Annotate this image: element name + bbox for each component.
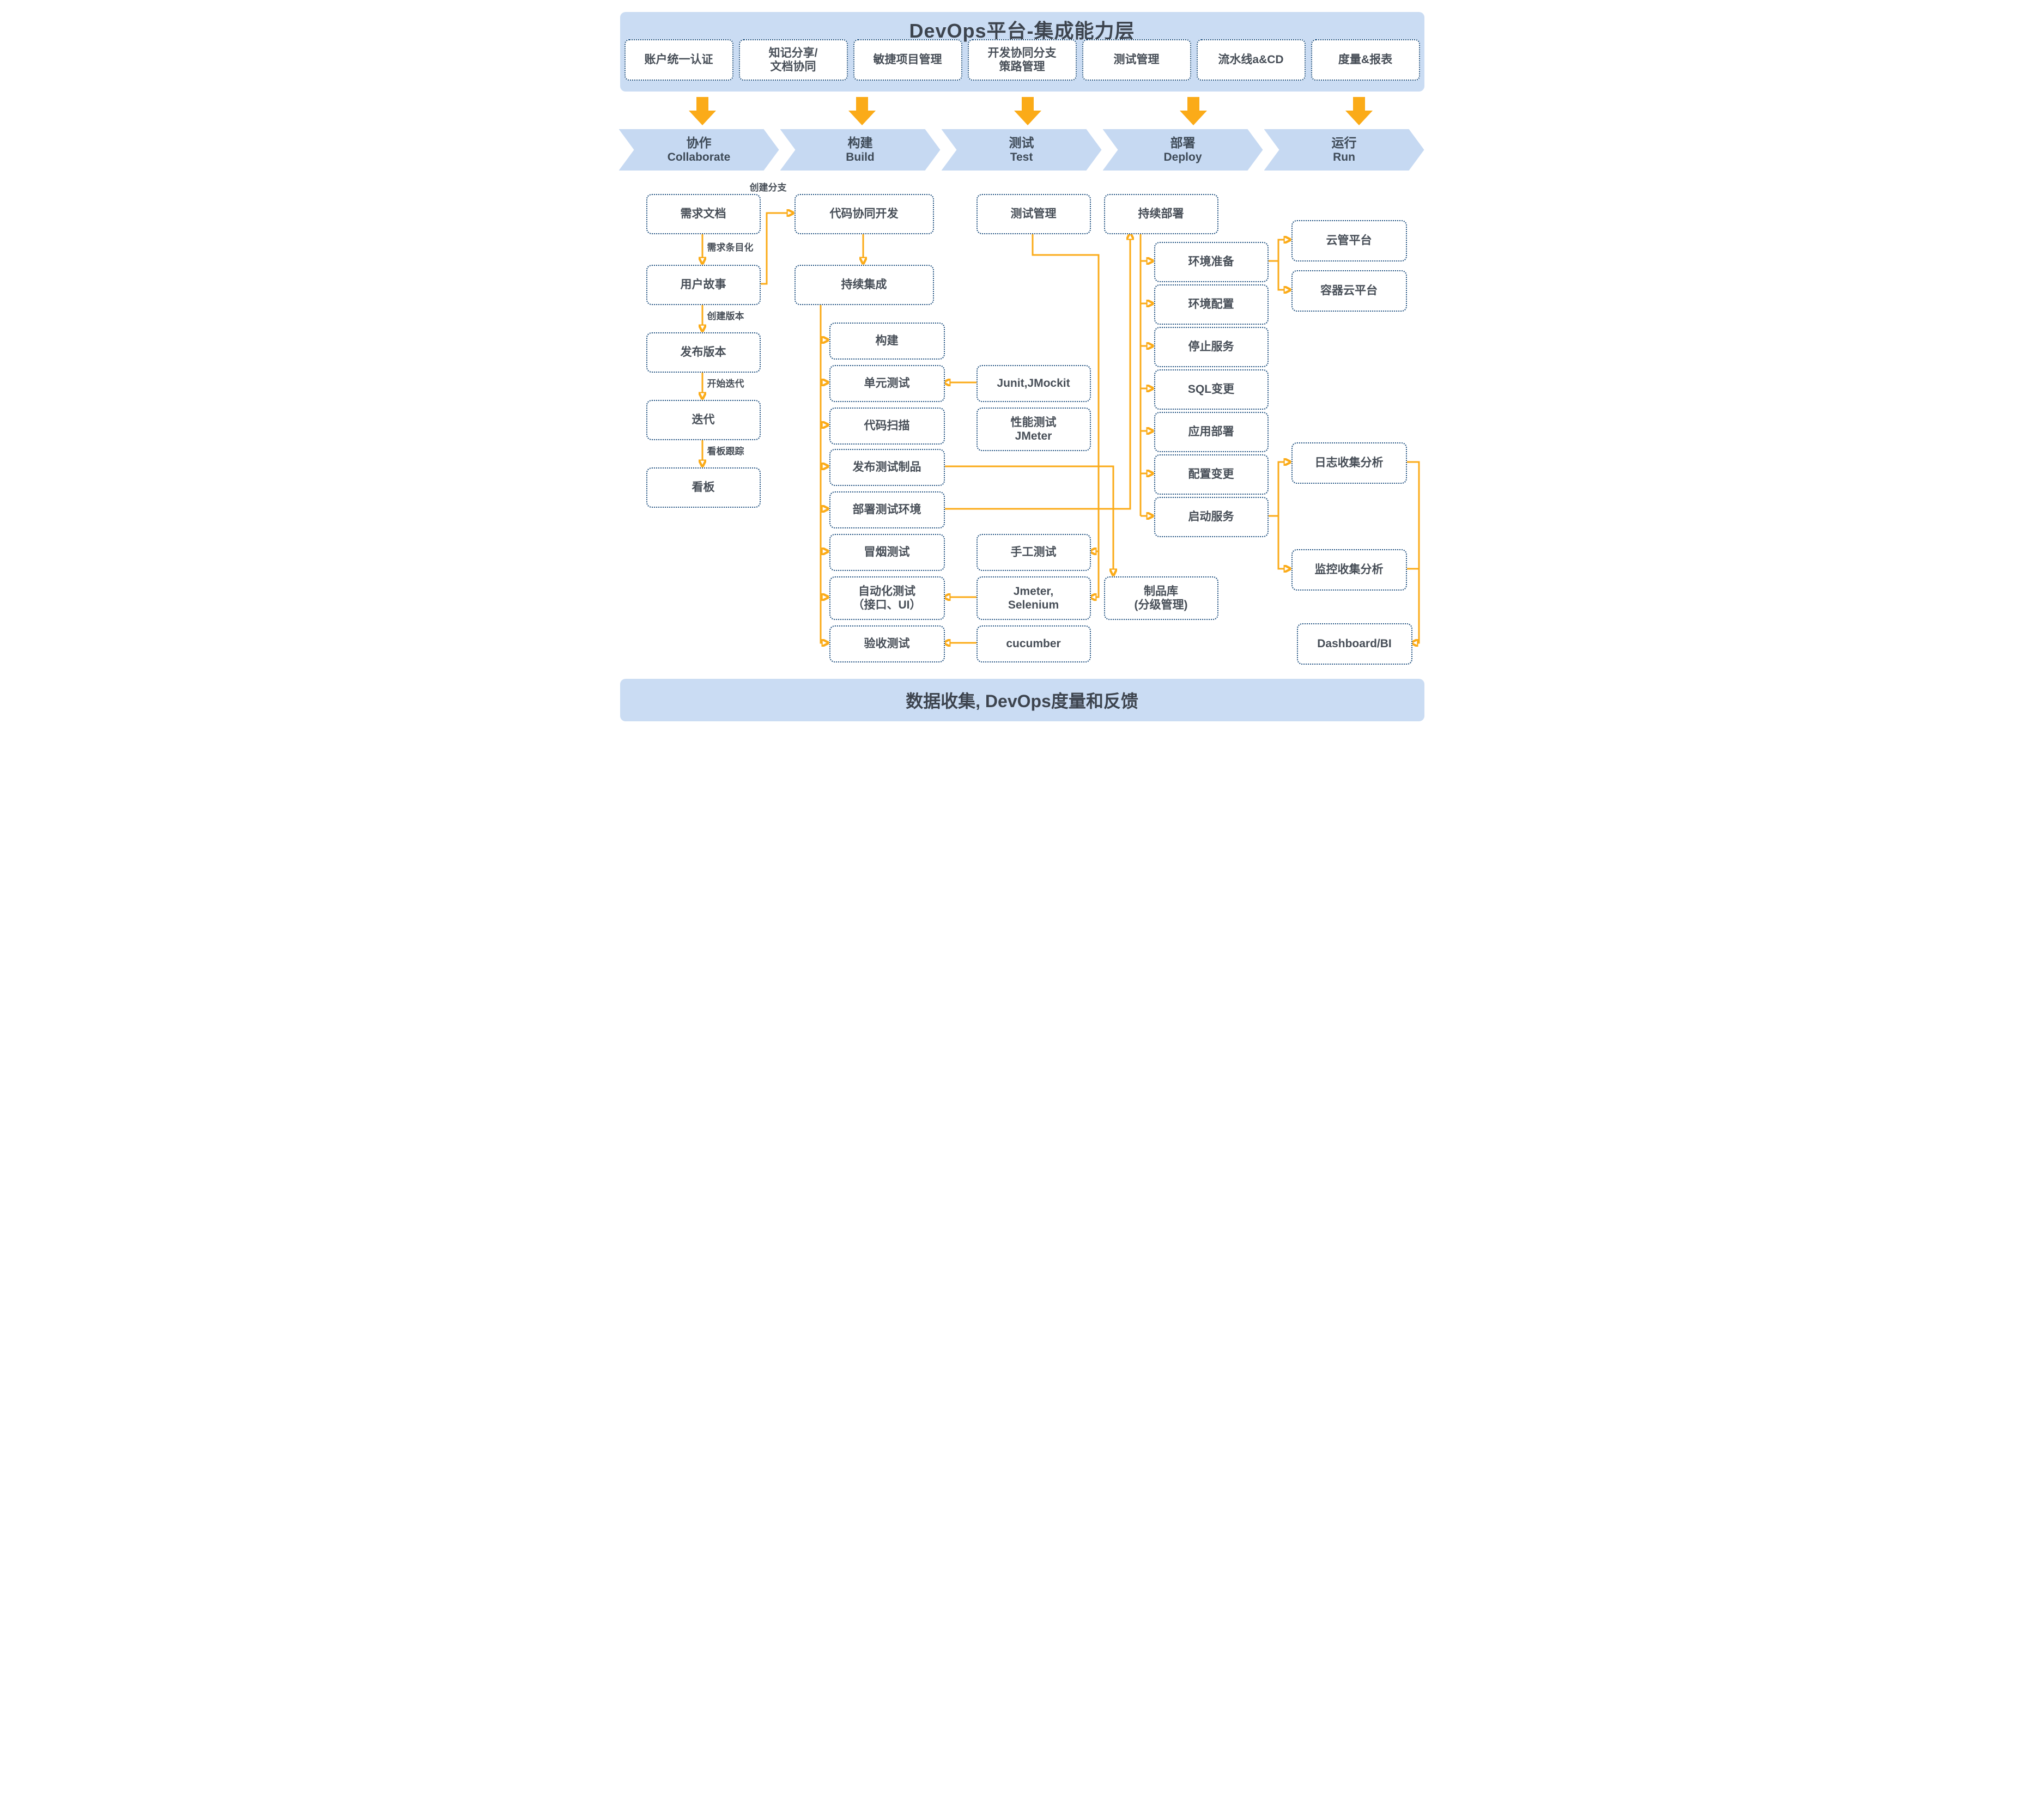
connector-envprep-cloudmgmt xyxy=(1277,240,1284,261)
connector-startservice-loganalysis xyxy=(1277,462,1284,516)
edge-label-create-branch: 创建分支 xyxy=(749,183,787,193)
flow-down-arrow-run xyxy=(1345,97,1373,125)
node-env-configuration: 环境配置 xyxy=(1154,284,1269,325)
node-publish-test-artifact: 发布测试制品 xyxy=(829,449,945,486)
connector-startservice-monitoranalysis xyxy=(1277,516,1284,569)
flow-down-arrow-build xyxy=(848,97,876,125)
node-build: 构建 xyxy=(829,323,945,360)
connector-userstory-codedev xyxy=(758,213,787,285)
node-deploy-test-env: 部署测试环境 xyxy=(829,491,945,528)
capability-agile-project-mgmt: 敏捷项目管理 xyxy=(853,39,962,81)
edge-label-create-version: 创建版本 xyxy=(707,311,744,321)
devops-platform-diagram: DevOps平台-集成能力层 账户统一认证 知记分享/文档协同 敏捷项目管理 开… xyxy=(613,0,1431,725)
node-requirements-doc: 需求文档 xyxy=(646,194,761,234)
bottom-banner: 数据收集, DevOps度量和反馈 xyxy=(620,679,1424,721)
flow-down-arrow-test xyxy=(1014,97,1041,125)
node-monitor-collection-analysis: 监控收集分析 xyxy=(1291,549,1407,591)
capability-knowledge-sharing: 知记分享/文档协同 xyxy=(738,39,848,81)
node-dashboard-bi: Dashboard/BI xyxy=(1296,623,1412,665)
flow-down-arrow-collaborate xyxy=(688,97,716,125)
node-app-deployment: 应用部署 xyxy=(1154,412,1269,452)
node-release-version: 发布版本 xyxy=(646,332,761,373)
node-test-management: 测试管理 xyxy=(976,194,1091,234)
node-user-story: 用户故事 xyxy=(646,265,761,305)
edge-label-start-iteration: 开始迭代 xyxy=(707,379,744,389)
capability-row: 账户统一认证 知记分享/文档协同 敏捷项目管理 开发协同分支策路管理 测试管理 … xyxy=(624,39,1420,81)
connector-ci-trunk-acceptance xyxy=(820,303,822,643)
edge-label-kanban-tracking: 看板跟踪 xyxy=(707,446,744,457)
capability-test-mgmt: 测试管理 xyxy=(1082,39,1191,81)
node-code-collab-dev: 代码协同开发 xyxy=(794,194,934,234)
node-jmeter-selenium: Jmeter,Selenium xyxy=(976,576,1091,620)
node-log-collection-analysis: 日志收集分析 xyxy=(1291,442,1407,484)
node-kanban: 看板 xyxy=(646,467,761,508)
bottom-banner-text: 数据收集, DevOps度量和反馈 xyxy=(906,691,1138,711)
capability-pipeline-cd: 流水线a&CD xyxy=(1196,39,1306,81)
connector-envprep-containercloud xyxy=(1277,261,1284,290)
node-sql-change: SQL变更 xyxy=(1154,369,1269,410)
node-acceptance-test: 验收测试 xyxy=(829,625,945,662)
node-container-cloud-platform: 容器云平台 xyxy=(1291,270,1407,312)
node-cloud-mgmt-platform: 云管平台 xyxy=(1291,220,1407,262)
top-banner: DevOps平台-集成能力层 账户统一认证 知记分享/文档协同 敏捷项目管理 开… xyxy=(620,12,1424,92)
node-config-change: 配置变更 xyxy=(1154,454,1269,495)
flow-down-arrow-deploy xyxy=(1179,97,1207,125)
node-cucumber: cucumber xyxy=(976,625,1091,662)
node-artifact-repository: 制品库(分级管理) xyxy=(1103,576,1218,620)
node-start-service: 启动服务 xyxy=(1154,497,1269,537)
node-junit-jmockit: Junit,JMockit xyxy=(976,365,1091,402)
node-continuous-deployment: 持续部署 xyxy=(1103,194,1218,234)
node-smoke-test: 冒烟测试 xyxy=(829,534,945,571)
page-title: DevOps平台-集成能力层 xyxy=(909,20,1135,42)
edge-label-itemize-requirements: 需求条目化 xyxy=(707,242,754,253)
capability-account-auth: 账户统一认证 xyxy=(624,39,733,81)
capability-metrics-report: 度量&报表 xyxy=(1311,39,1420,81)
node-env-preparation: 环境准备 xyxy=(1154,242,1269,282)
node-continuous-integration: 持续集成 xyxy=(794,265,934,305)
node-stop-service: 停止服务 xyxy=(1154,327,1269,367)
node-iteration: 迭代 xyxy=(646,400,761,440)
node-unit-test: 单元测试 xyxy=(829,365,945,402)
capability-branch-policy-mgmt: 开发协同分支策路管理 xyxy=(967,39,1077,81)
node-automated-test: 自动化测试（接口、UI） xyxy=(829,576,945,620)
node-code-scan: 代码扫描 xyxy=(829,408,945,445)
node-manual-test: 手工测试 xyxy=(976,534,1091,571)
